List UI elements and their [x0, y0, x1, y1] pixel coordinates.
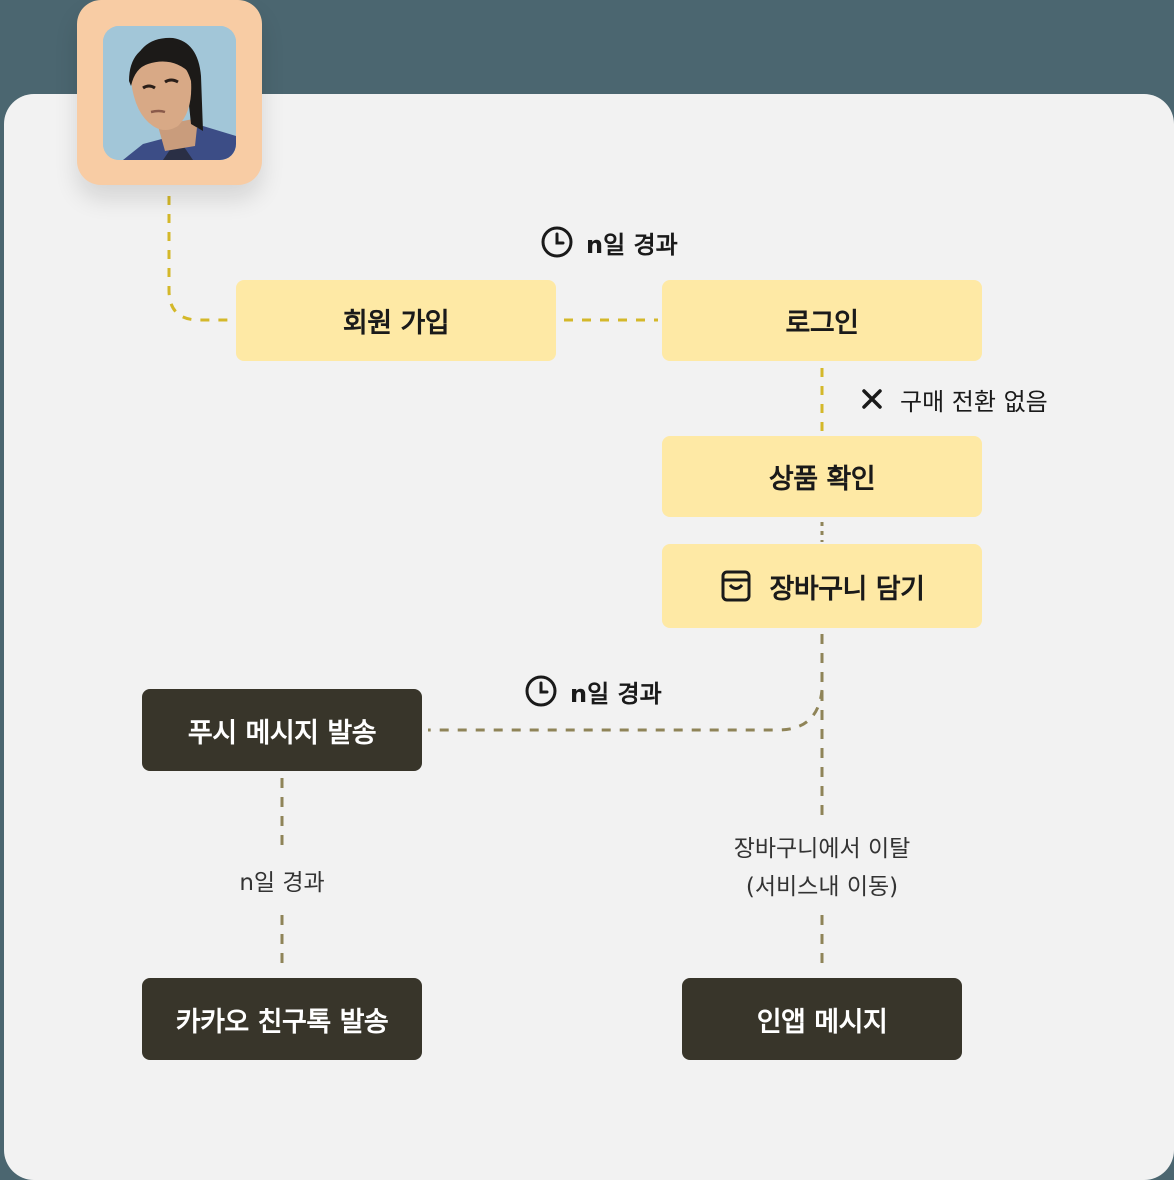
- elapsed-label-left: n일 경과: [182, 862, 382, 898]
- elapsed-text: n일 경과: [570, 679, 662, 708]
- clock-icon: [524, 674, 558, 708]
- clock-icon: [540, 225, 574, 259]
- elapsed-label-middle: n일 경과: [524, 674, 662, 708]
- node-add-to-cart: 장바구니 담기: [662, 544, 982, 628]
- no-conversion-label: 구매 전환 없음: [860, 382, 1048, 416]
- user-avatar: [77, 0, 262, 185]
- node-product-view: 상품 확인: [662, 436, 982, 517]
- elapsed-text: n일 경과: [239, 870, 325, 896]
- node-add-to-cart-label: 장바구니 담기: [769, 573, 925, 605]
- node-signup: 회원 가입: [236, 280, 556, 361]
- cart-exit-line1: 장바구니에서 이탈: [733, 836, 911, 862]
- node-inapp-message-label: 인앱 메시지: [756, 1006, 888, 1038]
- cart-exit-label: 장바구니에서 이탈 (서비스내 이동): [672, 830, 972, 906]
- node-inapp-message: 인앱 메시지: [682, 978, 962, 1060]
- node-push-message-label: 푸시 메시지 발송: [187, 717, 377, 749]
- elapsed-label-top: n일 경과: [540, 225, 678, 259]
- elapsed-text: n일 경과: [586, 230, 678, 259]
- node-product-view-label: 상품 확인: [768, 464, 876, 495]
- node-kakao-message: 카카오 친구톡 발송: [142, 978, 422, 1060]
- no-conversion-text: 구매 전환 없음: [900, 387, 1048, 416]
- node-kakao-message-label: 카카오 친구톡 발송: [175, 1006, 389, 1038]
- node-push-message: 푸시 메시지 발송: [142, 689, 422, 771]
- shopping-bag-icon: [720, 569, 752, 603]
- node-signup-label: 회원 가입: [342, 308, 450, 339]
- node-login: 로그인: [662, 280, 982, 361]
- x-icon: [860, 387, 884, 411]
- node-login-label: 로그인: [785, 308, 859, 339]
- cart-exit-line2: (서비스내 이동): [745, 874, 899, 900]
- user-photo-icon: [103, 26, 236, 160]
